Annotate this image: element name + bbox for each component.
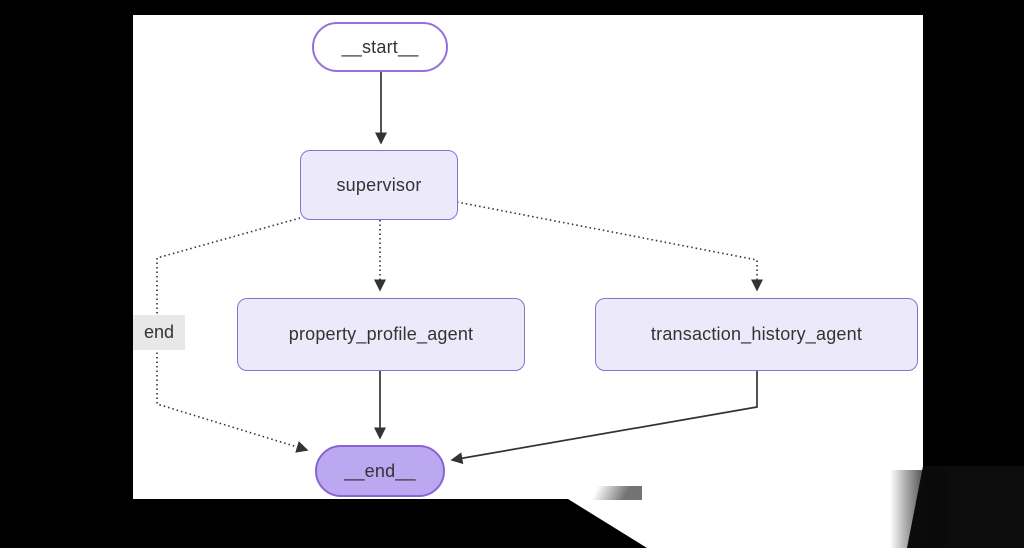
wedge-shadow: [556, 486, 642, 500]
node-start-label: __start__: [341, 36, 419, 57]
node-property-profile-agent-label: property_profile_agent: [288, 324, 474, 344]
bottom-right-shadow: [890, 470, 946, 548]
node-start: __start__: [312, 22, 448, 72]
node-property-profile-agent: property_profile_agent: [237, 298, 525, 371]
edge-supervisor-to-transaction-history-agent: [456, 201, 763, 292]
edge-label-end-text: end: [143, 322, 175, 342]
node-transaction-history-agent: transaction_history_agent: [595, 298, 918, 371]
node-transaction-history-agent-label: transaction_history_agent: [650, 324, 863, 344]
node-supervisor-label: supervisor: [336, 174, 422, 195]
node-end: __end__: [315, 445, 445, 497]
node-end-label: __end__: [344, 460, 416, 481]
node-supervisor: supervisor: [300, 150, 458, 220]
edge-label-end: end: [133, 315, 185, 350]
edge-transaction-history-agent-to-end: [450, 371, 758, 465]
